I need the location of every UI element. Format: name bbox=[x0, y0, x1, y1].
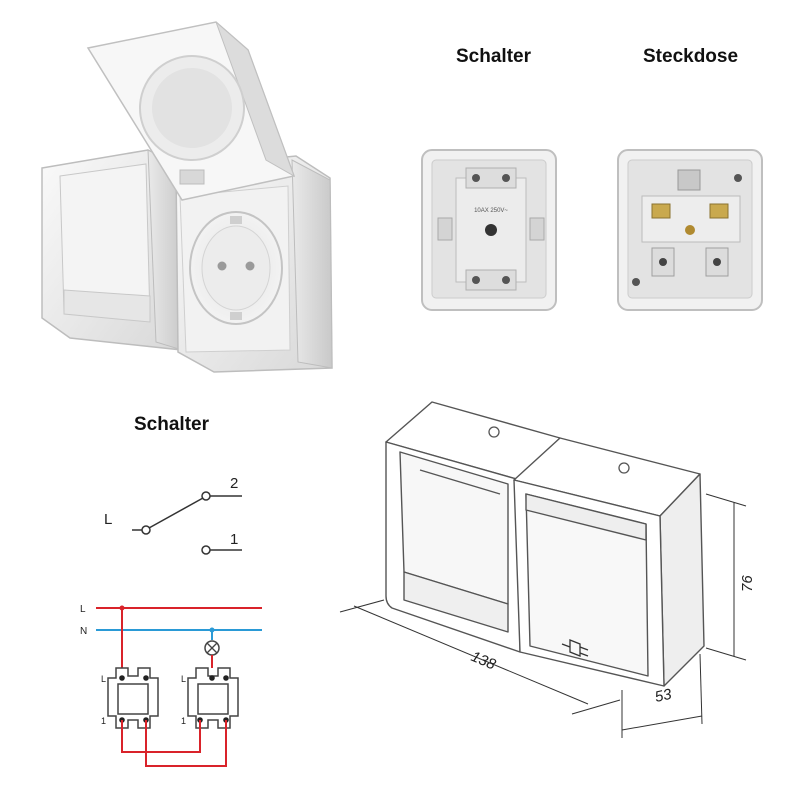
switch-label-1: 1 bbox=[230, 531, 238, 548]
switch-module-b: L 1 bbox=[181, 667, 239, 729]
switch-a-label-top: L bbox=[101, 674, 106, 684]
lamp-symbol bbox=[204, 640, 220, 656]
switch-lever bbox=[148, 497, 204, 529]
wiring-label-l: L bbox=[80, 604, 86, 615]
socket-lid-photo bbox=[86, 21, 296, 201]
width-dimension-value: 138 bbox=[468, 648, 498, 674]
switch-housing-photo bbox=[41, 149, 183, 351]
switch-common-terminal bbox=[141, 525, 151, 535]
switch-diagram-heading: Schalter bbox=[134, 414, 209, 435]
switch-photo-heading: Schalter bbox=[456, 46, 531, 67]
wiring-label-n: N bbox=[80, 626, 87, 637]
switch-label-l: L bbox=[104, 511, 112, 528]
socket-housing-photo bbox=[175, 155, 333, 373]
switch-b-label-top: L bbox=[181, 674, 186, 684]
width-dimension-line bbox=[353, 605, 589, 705]
depth-dimension-value: 53 bbox=[653, 686, 673, 706]
socket-insert-photo bbox=[617, 149, 763, 311]
switch-a-label-bottom: 1 bbox=[101, 716, 106, 726]
height-dimension-value: 76 bbox=[739, 575, 756, 592]
socket-photo-heading: Steckdose bbox=[643, 46, 739, 67]
depth-dimension-line bbox=[621, 715, 703, 731]
switch-insert-photo: 10AX 250V~ bbox=[421, 149, 557, 311]
plug-icon bbox=[561, 639, 589, 657]
rating-marking: 10AX 250V~ bbox=[474, 208, 508, 214]
switch-module-a: L 1 bbox=[101, 667, 159, 729]
switch-label-2: 2 bbox=[230, 475, 238, 492]
switch-b-label-bottom: 1 bbox=[181, 716, 186, 726]
